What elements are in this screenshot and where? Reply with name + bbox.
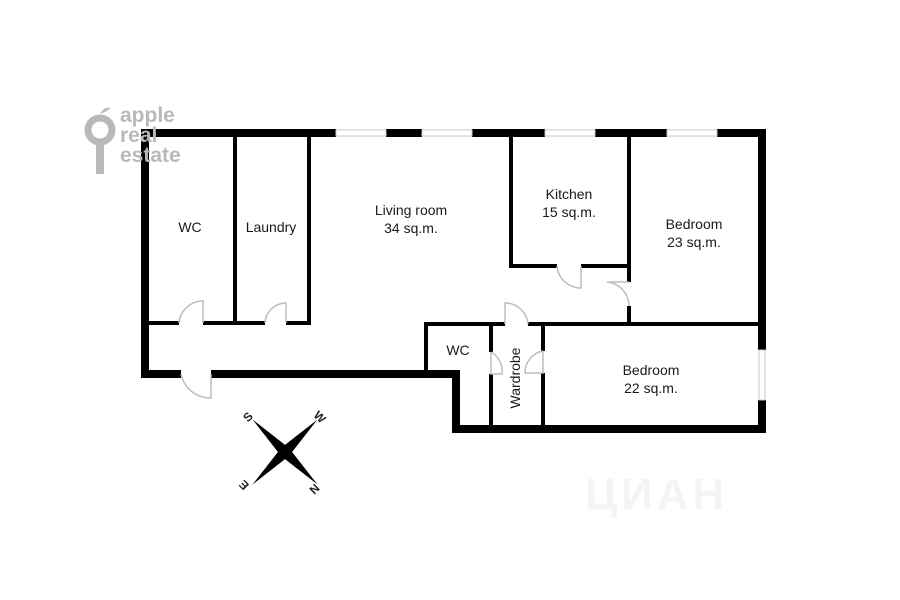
brand-logo-text: apple real estate [120, 104, 181, 167]
logo-line-1: apple [120, 104, 175, 127]
room-label-wc-2: WC [446, 342, 470, 358]
compass-icon [252, 419, 318, 485]
watermark: ЦИАН [585, 470, 729, 519]
doors [178, 265, 630, 399]
room-label-laundry: Laundry [245, 219, 297, 235]
walls [141, 129, 766, 433]
room-label-wardrobe: Wardrobe [507, 347, 523, 409]
logo-line-2: real [120, 124, 158, 147]
room-label-wc-1: WC [178, 219, 202, 235]
windows [335, 129, 766, 401]
apple-real-estate-logo-icon [84, 107, 116, 174]
logo-line-3: estate [120, 144, 181, 167]
